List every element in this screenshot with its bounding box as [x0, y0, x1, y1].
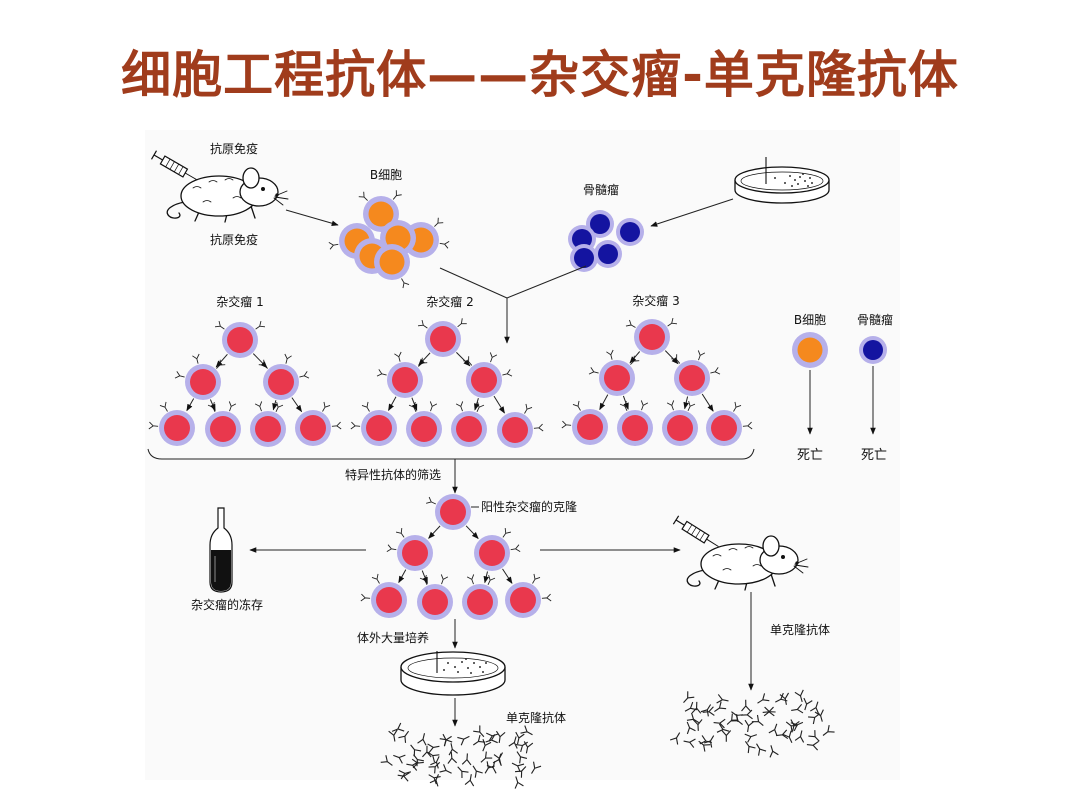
immunization-step: 抗原免疫 抗原免疫: [150, 141, 339, 247]
division-arrow: [388, 396, 397, 412]
hybridoma-cell: [451, 411, 487, 447]
division-arrow: [411, 397, 418, 412]
hybridoma-cell: [674, 360, 710, 396]
hybridoma-cell: [617, 410, 653, 446]
hybridoma-clone-1: [148, 320, 342, 447]
hybridoma-cell: [662, 410, 698, 446]
hybridoma-cell: [397, 535, 433, 571]
monoclonal-antibody-label-in-vitro: 单克隆抗体: [506, 710, 566, 725]
hybridoma-cell: [417, 584, 453, 620]
petri-dish-icon: [734, 157, 830, 204]
positive-clone-label: 阳性杂交瘤的克隆: [481, 499, 577, 514]
hybridoma-clone-3: [561, 317, 753, 446]
monoclonal-antibody-label-in-vivo: 单克隆抗体: [770, 622, 830, 637]
b-cell-cluster: B细胞: [328, 168, 450, 289]
hybridoma-cell: [295, 410, 331, 446]
hybridoma-cell: [425, 321, 461, 357]
division-arrow: [465, 525, 479, 540]
myeloma-cell: [859, 336, 887, 364]
division-arrow: [683, 396, 689, 410]
hybridoma-cell: [159, 410, 195, 446]
screening-label: 特异性抗体的筛选: [345, 467, 441, 482]
legend-b-cell: B细胞 死亡: [792, 313, 828, 463]
division-arrow: [474, 398, 480, 411]
division-arrow: [456, 352, 471, 367]
in-vitro-culture-label: 体外大量培养: [357, 630, 429, 645]
hybridoma-label-3: 杂交瘤 3: [632, 293, 679, 308]
hybridoma-cell: [205, 411, 241, 447]
myeloma-cluster: 骨髓瘤: [568, 182, 644, 272]
division-arrow: [599, 394, 609, 411]
hybridoma-cell: [387, 362, 423, 398]
division-arrow: [291, 397, 303, 413]
fusion-line-b-cells: [439, 267, 508, 299]
legend-b-cell-label: B细胞: [794, 313, 826, 327]
myeloma-cell: [570, 244, 598, 272]
legend-myeloma: 骨髓瘤 死亡: [857, 312, 893, 463]
b-cell: [792, 332, 828, 368]
division-arrow: [664, 350, 679, 365]
arrow-dish-to-myeloma: [650, 198, 734, 227]
division-arrow: [252, 353, 268, 369]
hybridoma-cell: [371, 582, 407, 618]
division-arrow: [398, 569, 407, 584]
hybridoma-cell: [185, 364, 221, 400]
division-arrow: [272, 400, 278, 411]
hybridoma-cell: [361, 410, 397, 446]
b-cells-label: B细胞: [370, 168, 402, 182]
arrow-mouse-to-b-cells: [285, 209, 339, 226]
hybridoma-cell: [250, 411, 286, 447]
division-arrow: [215, 353, 228, 368]
hybridoma-cell: [406, 411, 442, 447]
hybridoma-cell: [572, 409, 608, 445]
division-arrow: [502, 568, 513, 584]
division-arrow: [701, 393, 714, 412]
b-cell: [374, 244, 410, 280]
immunization-label-bottom: 抗原免疫: [210, 232, 258, 247]
hybridoma-cell: [466, 362, 502, 398]
hybridoma-cell: [634, 319, 670, 355]
myeloma-fate-label: 死亡: [861, 448, 887, 463]
myeloma-cell: [594, 240, 622, 268]
fusion-line-myeloma: [506, 265, 587, 299]
positive-hybridoma-clone: [360, 494, 552, 620]
diagram-background: [145, 130, 900, 780]
division-arrow: [622, 395, 629, 410]
division-arrow: [493, 395, 505, 414]
slide-title: 细胞工程抗体——杂交瘤-单克隆抗体: [121, 46, 959, 104]
hybridoma-cell: [462, 584, 498, 620]
hybridoma-cell: [263, 364, 299, 400]
screening-bracket: [147, 448, 755, 460]
division-arrow: [186, 398, 195, 412]
division-arrow: [421, 570, 428, 585]
division-arrow: [209, 399, 216, 412]
hybridoma-cell: [435, 494, 471, 530]
b-cell-fate-label: 死亡: [797, 448, 823, 463]
petri-dish-icon: [400, 651, 506, 696]
myeloma-cell: [616, 218, 644, 246]
hybridoma-cell: [706, 410, 742, 446]
immunization-label-top: 抗原免疫: [210, 141, 258, 156]
division-arrow: [483, 571, 490, 584]
hybridoma-cell: [222, 322, 258, 358]
vial-icon: [209, 507, 233, 593]
legend-myeloma-label: 骨髓瘤: [857, 312, 893, 327]
hybridoma-label-2: 杂交瘤 2: [426, 294, 473, 309]
hybridoma-cell: [505, 582, 541, 618]
division-arrow: [629, 351, 641, 364]
hybridoma-label-1: 杂交瘤 1: [216, 294, 263, 309]
fusion-arrows: [439, 265, 587, 344]
division-arrow: [418, 352, 431, 366]
cryopreservation-label: 杂交瘤的冻存: [191, 597, 263, 612]
hybridoma-cell: [497, 412, 533, 448]
hybridoma-clone-2: [350, 317, 544, 448]
hybridoma-cell: [474, 535, 510, 571]
hybridoma-cell: [599, 360, 635, 396]
division-arrow: [428, 525, 441, 539]
myeloma-label: 骨髓瘤: [583, 182, 619, 197]
